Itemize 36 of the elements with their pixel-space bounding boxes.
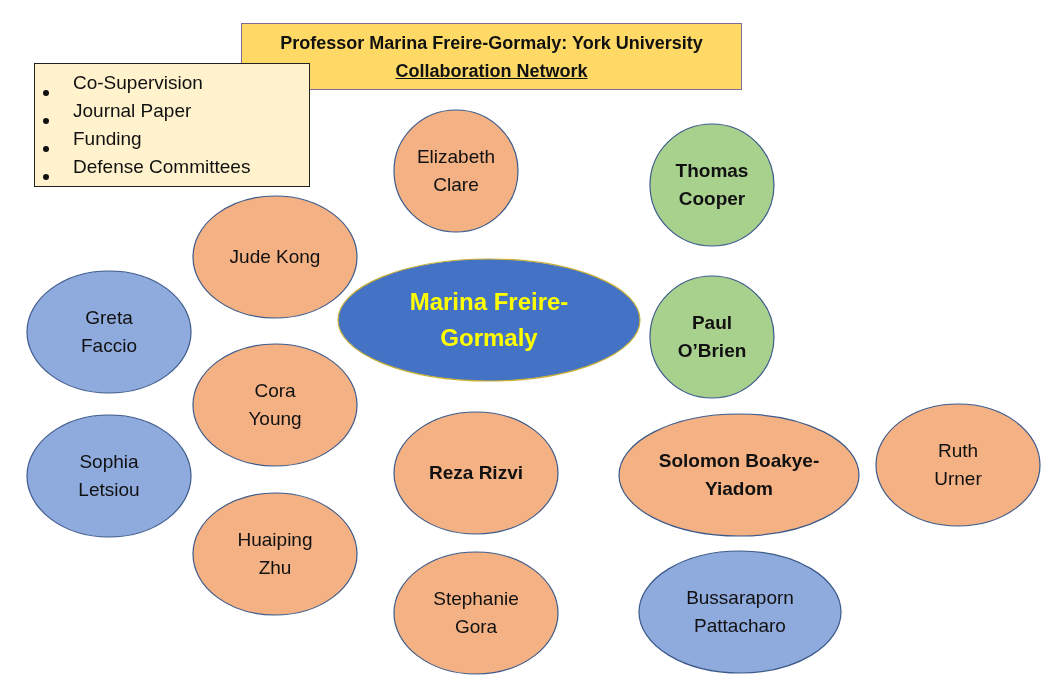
category-list-box (34, 63, 310, 187)
person-name: Huaiping Zhu (236, 528, 314, 580)
person-name: Greta Faccio (80, 306, 138, 358)
person-name: Solomon Boakye-Yiadom (657, 449, 821, 501)
person-name: Elizabeth Clare (415, 145, 497, 197)
person-ellipse (649, 123, 775, 247)
person-name: Jude Kong (228, 245, 322, 269)
center-person-ellipse (337, 258, 641, 382)
person-ellipse (393, 109, 519, 233)
person-name: Stephanie Gora (432, 587, 520, 639)
person-name: Thomas Cooper (674, 159, 750, 211)
person-ellipse (393, 411, 559, 535)
person-ellipse (192, 343, 358, 467)
person-ellipse (875, 403, 1041, 527)
person-name: Bussaraporn Pattacharo (685, 586, 795, 638)
person-ellipse (26, 270, 192, 394)
person-name: Sophia Letsiou (77, 450, 141, 502)
bullet-item: Journal Paper (72, 99, 192, 123)
person-name: Paul O’Brien (676, 311, 748, 363)
person-ellipse (649, 275, 775, 399)
person-name: Ruth Urner (933, 439, 983, 491)
person-name: Reza Rizvi (428, 461, 524, 485)
title-text: Professor Marina Freire-Gormaly: York University (280, 31, 703, 55)
person-name: Cora Young (247, 379, 303, 431)
person-ellipse (638, 550, 842, 674)
title-text: Collaboration Network (395, 59, 588, 83)
bullet-item: Funding (72, 127, 142, 151)
person-ellipse (192, 492, 358, 616)
bullet-item: Defense Committees (72, 155, 251, 179)
bullet-item: Co-Supervision (72, 71, 203, 95)
person-ellipse (393, 551, 559, 675)
person-ellipse (618, 413, 860, 537)
person-ellipse (26, 414, 192, 538)
person-name: Marina Freire-Gormaly (408, 287, 570, 353)
title-box (241, 23, 742, 90)
person-ellipse (192, 195, 358, 319)
